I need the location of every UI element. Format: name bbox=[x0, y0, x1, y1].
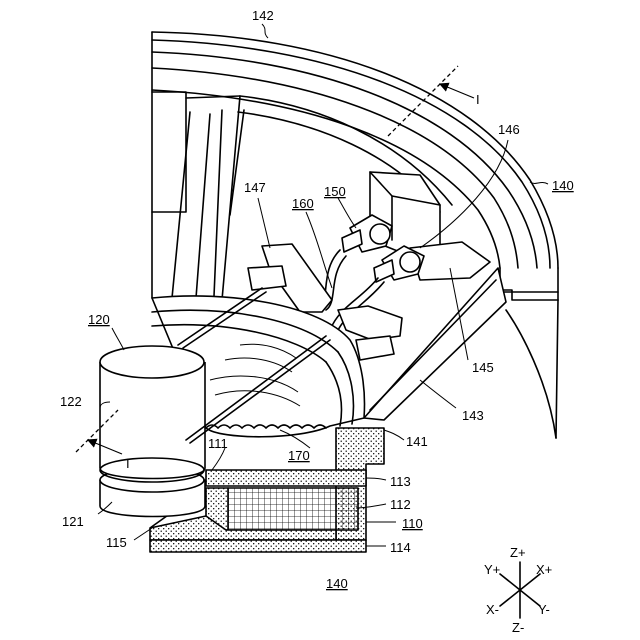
label-160: 160 bbox=[292, 196, 314, 211]
label-143: 143 bbox=[462, 408, 484, 423]
label-121: 121 bbox=[62, 514, 84, 529]
label-145: 145 bbox=[472, 360, 494, 375]
axis-x-minus: X- bbox=[486, 602, 499, 617]
label-140-bottom: 140 bbox=[326, 576, 348, 591]
axis-z-plus: Z+ bbox=[510, 545, 526, 560]
label-120: 120 bbox=[88, 312, 110, 327]
label-150: 150 bbox=[324, 184, 346, 199]
label-141: 141 bbox=[406, 434, 428, 449]
label-147: 147 bbox=[244, 180, 266, 195]
axis-y-plus: Y+ bbox=[484, 562, 500, 577]
axis-x-plus: X+ bbox=[536, 562, 552, 577]
label-146: 146 bbox=[498, 122, 520, 137]
label-113: 113 bbox=[390, 474, 411, 489]
label-115: 115 bbox=[106, 535, 127, 550]
label-122: 122 bbox=[60, 394, 82, 409]
cylinder-component bbox=[100, 346, 205, 517]
axis-z-minus: Z- bbox=[512, 620, 524, 635]
label-114: 114 bbox=[390, 540, 411, 555]
section-mark-left: I bbox=[126, 456, 130, 471]
axis-indicator: Z+ Z- Y+ X+ X- Y- bbox=[484, 545, 552, 635]
label-110: 110 bbox=[402, 516, 423, 531]
label-112: 112 bbox=[390, 497, 411, 512]
label-111: 111 bbox=[208, 436, 228, 451]
label-140-right: 140 bbox=[552, 178, 574, 193]
axis-y-minus: Y- bbox=[538, 602, 550, 617]
label-170: 170 bbox=[288, 448, 310, 463]
label-142: 142 bbox=[252, 8, 274, 23]
section-mark-top: I bbox=[476, 92, 480, 107]
